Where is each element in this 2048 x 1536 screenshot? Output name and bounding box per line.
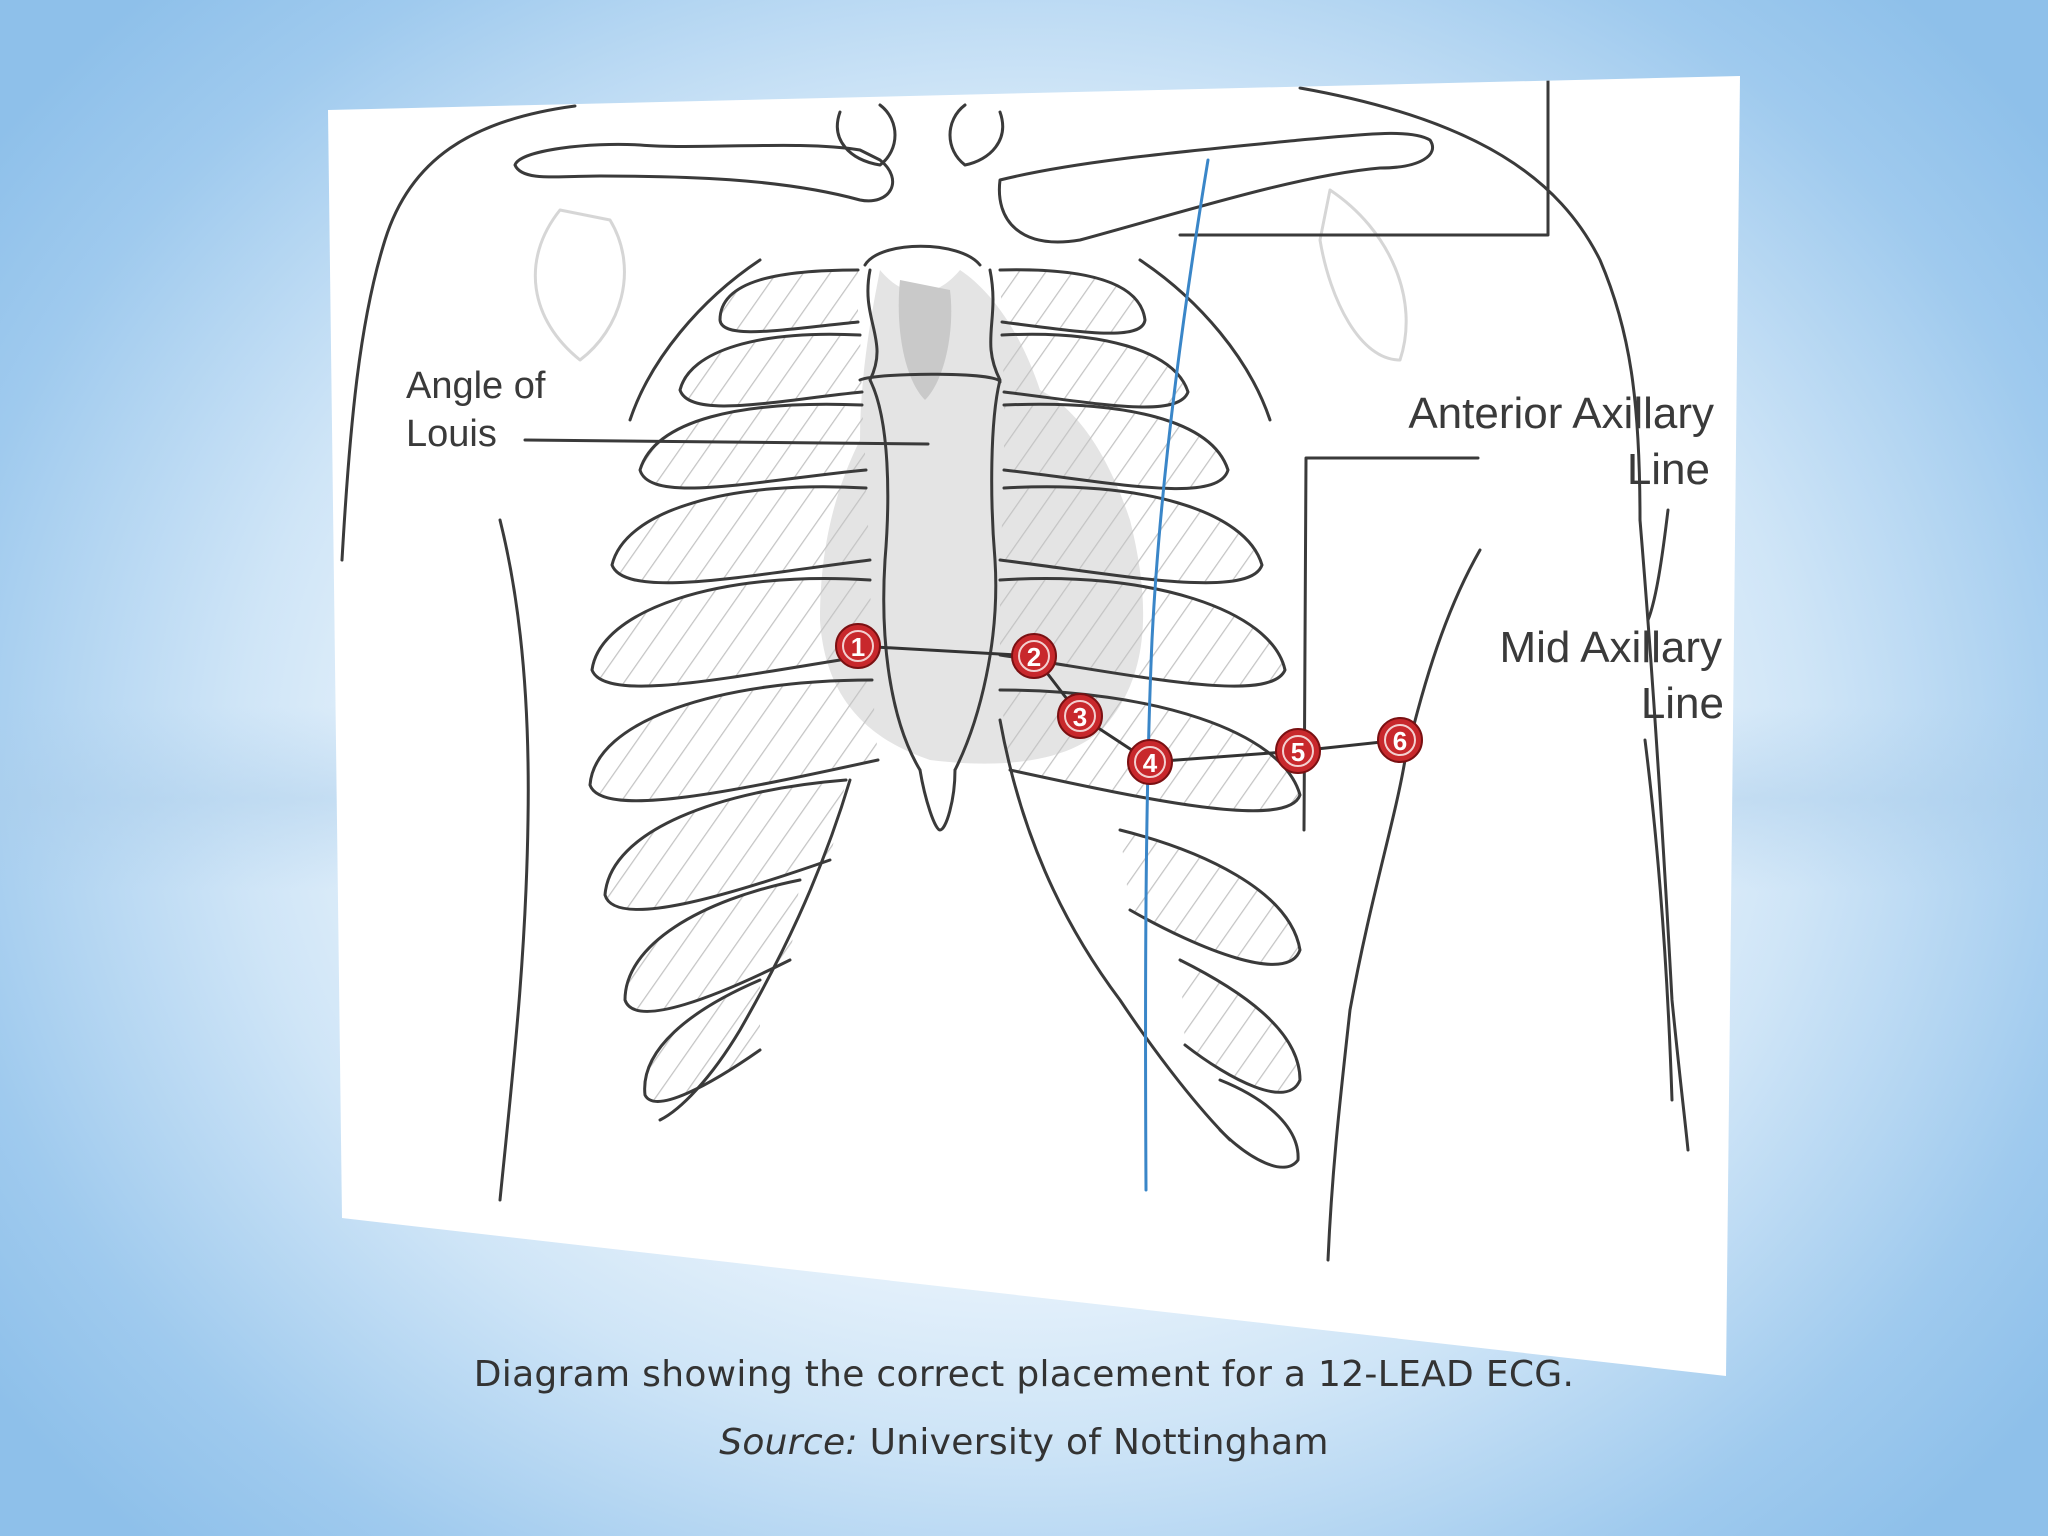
electrode-2-label: 2	[1027, 642, 1041, 672]
source-label: Source:	[719, 1422, 858, 1463]
electrode-5: 5	[1275, 728, 1321, 774]
clavicles	[513, 131, 1434, 244]
figure-source: Source: University of Nottingham	[0, 1422, 2048, 1463]
electrode-3-label: 3	[1073, 702, 1087, 732]
ribs-left	[588, 258, 880, 1122]
mid-axillary-label-line2: Line	[1641, 679, 1724, 728]
electrode-2: 2	[1011, 633, 1057, 679]
mid-axillary-label-line1: Mid Axillary	[1500, 623, 1723, 672]
source-text: University of Nottingham	[857, 1422, 1329, 1463]
ribs-right	[998, 258, 1302, 1169]
midclavicular-line	[1144, 158, 1210, 1192]
angle-of-louis-label-line2: Louis	[406, 413, 497, 455]
heart-great-vessels	[898, 280, 952, 400]
electrode-5-label: 5	[1291, 737, 1305, 767]
electrode-3: 3	[1057, 693, 1103, 739]
angle-of-louis-label-line1: Angle of	[406, 365, 546, 407]
body-outline	[340, 86, 1690, 1262]
electrode-1: 1	[835, 623, 881, 669]
anterior-axillary-label-line2: Line	[1627, 445, 1710, 494]
shoulder-blades	[533, 188, 1408, 362]
electrode-4-label: 4	[1143, 748, 1158, 778]
electrode-1-label: 1	[851, 632, 865, 662]
top-right-frame-line	[1178, 78, 1550, 237]
anterior-axillary-pointer	[1302, 456, 1480, 832]
sternum	[858, 268, 1002, 832]
electrode-6: 6	[1377, 717, 1423, 763]
cervical-spine	[835, 103, 1005, 267]
mid-axillary-pointer	[1646, 508, 1670, 622]
electrode-6-label: 6	[1393, 726, 1407, 756]
angle-of-louis-pointer	[523, 438, 930, 446]
anterior-axillary-label-line1: Anterior Axillary	[1408, 389, 1714, 438]
figure-caption: Diagram showing the correct placement fo…	[473, 1354, 1575, 1395]
electrode-4: 4	[1127, 739, 1173, 785]
